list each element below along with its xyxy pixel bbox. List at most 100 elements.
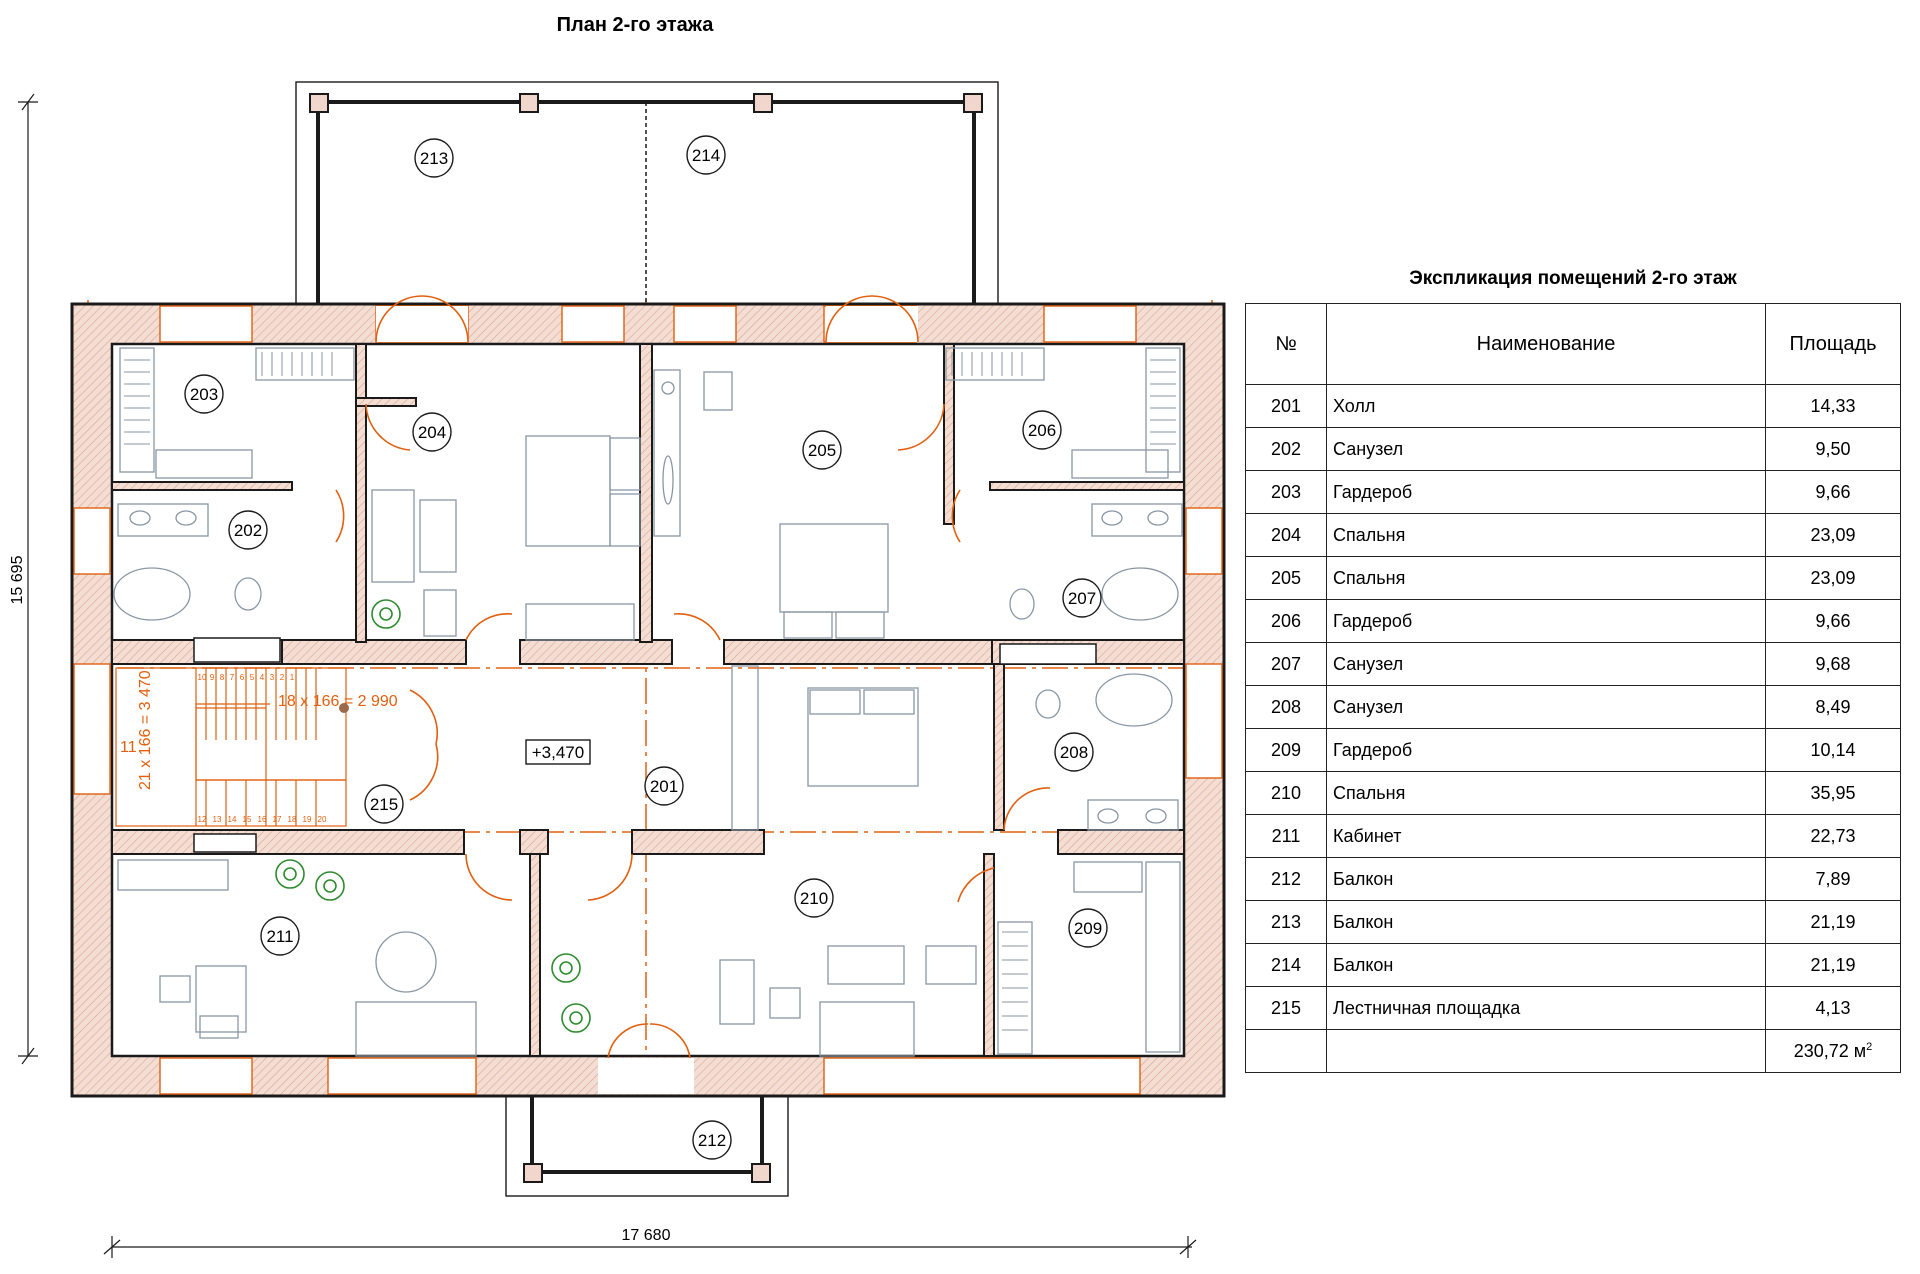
- cell-name: Балкон: [1326, 857, 1766, 901]
- cell-area: 14,33: [1765, 384, 1901, 428]
- cell-number: 201: [1245, 384, 1327, 428]
- balcony-212: [505, 1095, 789, 1197]
- dimension-vertical: 15 695: [9, 555, 26, 604]
- stair-step-side: 11: [120, 739, 137, 756]
- room-number-203: 203: [190, 385, 218, 404]
- stair-step-top-5: 5: [250, 673, 255, 682]
- vent-blocks: [193, 637, 1097, 853]
- room-number-202: 202: [234, 521, 262, 540]
- room-number-215: 215: [370, 795, 398, 814]
- bed-204: [525, 435, 611, 547]
- stair-step-bottom-1: 13: [213, 815, 222, 824]
- cell-area: 23,09: [1765, 513, 1901, 557]
- cell-name: Гардероб: [1326, 728, 1766, 772]
- table-total-row: 230,72 м2: [1245, 1029, 1901, 1073]
- room-circle-214: [686, 135, 726, 175]
- room-circle-202: [228, 510, 268, 550]
- stair-step-bottom-7: 19: [303, 815, 312, 824]
- armchair-204: [371, 489, 415, 583]
- bathtub-202: [113, 567, 191, 621]
- room-circle-212: [692, 1120, 732, 1160]
- cell-number: 213: [1245, 900, 1327, 944]
- wardrobe-hangers: [124, 352, 1176, 1031]
- cell-name: Кабинет: [1326, 814, 1766, 858]
- cell-name: Лестничная площадка: [1326, 986, 1766, 1030]
- stair-flight-top-label: 18 x 166 = 2 990: [278, 693, 398, 710]
- cell-name: Спальня: [1326, 556, 1766, 600]
- room-circle-205: [802, 430, 842, 470]
- explication-title: Экспликация помещений 2-го этаж: [1409, 268, 1737, 289]
- cell-number: 206: [1245, 599, 1327, 643]
- room-number-207: 207: [1068, 589, 1096, 608]
- cell-number: 210: [1245, 771, 1327, 815]
- cell-area: 9,66: [1765, 470, 1901, 514]
- cell-number: 215: [1245, 986, 1327, 1030]
- cell-area: 21,19: [1765, 943, 1901, 987]
- table-header-row: № Наименование Площадь: [1245, 303, 1901, 385]
- cell-name: Спальня: [1326, 771, 1766, 815]
- total-area-value: 230,72 м: [1793, 1040, 1867, 1061]
- dimension-horizontal: 17 680: [622, 1227, 671, 1244]
- total-number: [1245, 1029, 1327, 1073]
- room-circle-206: [1022, 410, 1062, 450]
- room-number-213: 213: [420, 149, 448, 168]
- total-area-unit-sup: 2: [1866, 1040, 1873, 1053]
- room-circle-209: [1068, 908, 1108, 948]
- cell-name: Гардероб: [1326, 470, 1766, 514]
- header-number: №: [1245, 303, 1327, 385]
- cell-name: Санузел: [1326, 427, 1766, 471]
- room-number-206: 206: [1028, 421, 1056, 440]
- cell-area: 23,09: [1765, 556, 1901, 600]
- room-number-208: 208: [1060, 743, 1088, 762]
- room-circle-213: [414, 138, 454, 178]
- room-circle-203: [184, 374, 224, 414]
- cell-number: 214: [1245, 943, 1327, 987]
- wardrobe-rail-203: [255, 347, 355, 381]
- room-circle-201: [644, 766, 684, 806]
- room-number-209: 209: [1074, 919, 1102, 938]
- cell-number: 204: [1245, 513, 1327, 557]
- cell-area: 9,66: [1765, 599, 1901, 643]
- stair-step-top-4: 6: [240, 673, 245, 682]
- room-number-214: 214: [692, 146, 720, 165]
- cell-name: Спальня: [1326, 513, 1766, 557]
- room-number-205: 205: [808, 441, 836, 460]
- cell-number: 207: [1245, 642, 1327, 686]
- bed-205: [779, 523, 889, 613]
- header-name: Наименование: [1326, 303, 1766, 385]
- room-circle-210: [794, 878, 834, 918]
- doors: [335, 295, 1051, 1059]
- room-number-201: 201: [650, 777, 678, 796]
- plant-icons: [275, 599, 591, 1033]
- stair-step-bottom-6: 18: [288, 815, 297, 824]
- total-name: [1326, 1029, 1766, 1073]
- room-number-210: 210: [800, 889, 828, 908]
- room-number-212: 212: [698, 1131, 726, 1150]
- stair-step-top-9: 1: [290, 673, 295, 682]
- cell-number: 208: [1245, 685, 1327, 729]
- cell-area: 21,19: [1765, 900, 1901, 944]
- stair-step-top-7: 3: [270, 673, 275, 682]
- cell-area: 10,14: [1765, 728, 1901, 772]
- room-circle-207: [1062, 578, 1102, 618]
- stair-step-bottom-0: 12: [198, 815, 207, 824]
- stair-flight-side-label: 21 x 166 = 3 470: [137, 670, 154, 790]
- cell-name: Балкон: [1326, 900, 1766, 944]
- room-circle-208: [1054, 732, 1094, 772]
- cell-area: 4,13: [1765, 986, 1901, 1030]
